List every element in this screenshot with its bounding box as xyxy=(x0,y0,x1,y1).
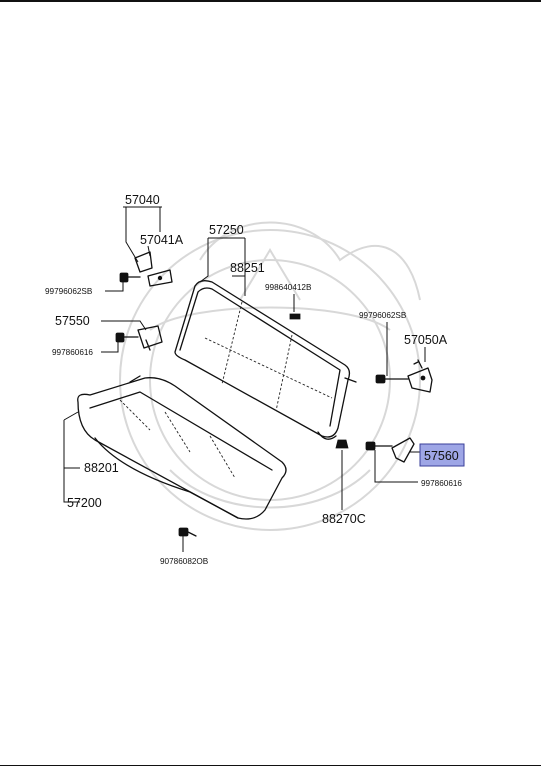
bolt-997860616-left xyxy=(115,332,139,343)
leader-lines xyxy=(63,206,426,552)
label-57040[interactable]: 57040 xyxy=(125,193,160,207)
top-rule xyxy=(0,0,541,2)
label-57200[interactable]: 57200 xyxy=(67,496,102,510)
bracket-57550 xyxy=(137,325,163,351)
seat-back xyxy=(174,280,357,440)
label-997860616-left[interactable]: 997860616 xyxy=(52,348,93,357)
bolt-997860616-right xyxy=(365,441,393,451)
seat-cushion xyxy=(77,375,287,520)
hinge-57050a xyxy=(407,359,433,393)
label-90786082ob[interactable]: 90786082OB xyxy=(160,557,209,566)
bracket-57041a xyxy=(134,251,173,287)
label-997860616-right[interactable]: 997860616 xyxy=(421,479,462,488)
label-99796062sb-left[interactable]: 99796062SB xyxy=(45,287,93,296)
bracket-57560 xyxy=(391,437,415,463)
label-88201[interactable]: 88201 xyxy=(84,461,119,475)
bolt-90786082ob xyxy=(178,527,197,537)
bottom-rule xyxy=(0,765,541,766)
label-998640412b[interactable]: 998640412B xyxy=(265,283,312,292)
label-57050a[interactable]: 57050A xyxy=(404,333,448,347)
clip-998640412b xyxy=(289,313,301,320)
label-88251[interactable]: 88251 xyxy=(230,261,265,275)
bolt-99796062sb xyxy=(119,272,141,283)
bolt-99796062sb-right xyxy=(375,374,409,384)
stopper-88270c xyxy=(335,439,349,449)
label-57560[interactable]: 57560 xyxy=(424,449,459,463)
highlight-box-57560 xyxy=(419,443,465,467)
label-57550[interactable]: 57550 xyxy=(55,314,90,328)
label-99796062sb-right[interactable]: 99796062SB xyxy=(359,311,407,320)
label-88270c[interactable]: 88270C xyxy=(322,512,366,526)
label-57041a[interactable]: 57041A xyxy=(140,233,184,247)
label-57250[interactable]: 57250 xyxy=(209,223,244,237)
